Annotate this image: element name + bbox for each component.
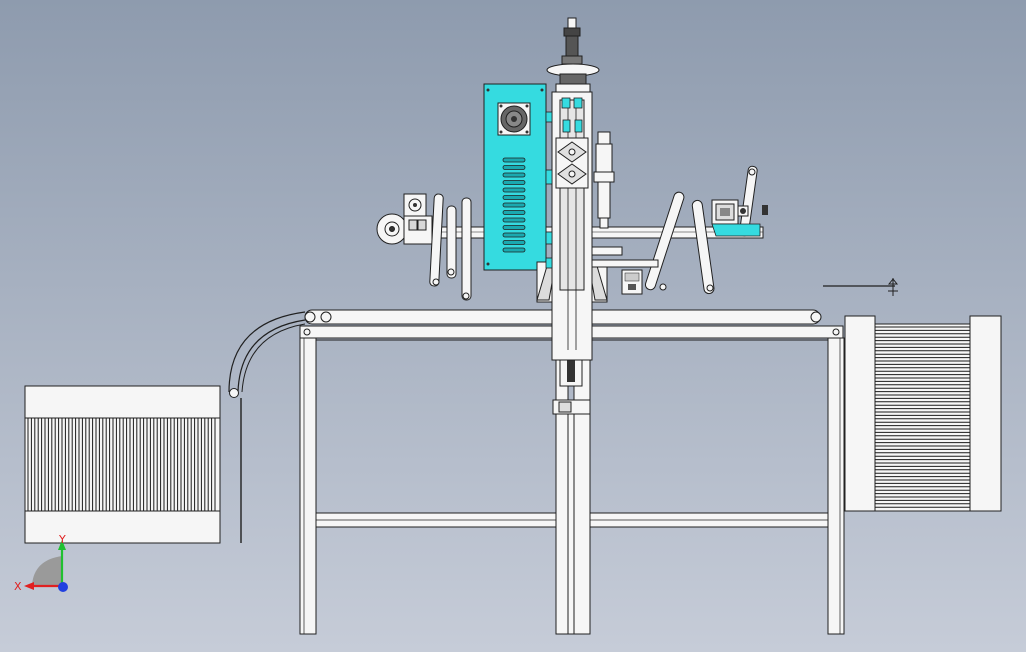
vertical-column	[552, 349, 591, 635]
left-stack-bottom-plate	[24, 510, 221, 544]
supply-roll-assembly[interactable]	[376, 193, 433, 245]
cabinet-vent-slot	[502, 240, 526, 245]
cabinet-vent-slot	[502, 187, 526, 193]
control-cabinet[interactable]	[483, 83, 547, 271]
triad-x-label: X	[14, 580, 22, 593]
cabinet-vent-slot	[502, 157, 526, 163]
cabinet-vent-slot	[502, 202, 526, 208]
cabinet-vent-slot	[502, 195, 526, 200]
left-stack-magazine[interactable]	[24, 385, 221, 544]
right-stack-lines	[875, 326, 970, 508]
chute-roller	[229, 388, 239, 398]
frame-leg-right	[827, 337, 845, 635]
left-stack-top-plate	[24, 385, 221, 419]
cabinet-vents	[502, 157, 526, 253]
cabinet-vent-slot	[502, 180, 526, 185]
column-upper	[545, 91, 593, 361]
cabinet-vent-slot	[502, 217, 526, 223]
pneumatic-cylinder[interactable]	[593, 131, 615, 229]
cabinet-vent-slot	[502, 225, 526, 230]
triad-y-label: Y	[58, 533, 66, 546]
cabinet-vent-slot	[502, 210, 526, 215]
cabinet-vent-slot	[502, 165, 526, 170]
cabinet-vent-slot	[502, 232, 526, 238]
right-stack-magazine[interactable]	[844, 315, 1002, 512]
frame-leg-left	[299, 337, 317, 635]
tension-arms-left[interactable]	[429, 193, 472, 301]
fan-icon	[497, 102, 531, 136]
right-stack-right-plate	[969, 315, 1002, 512]
motor-nameplate-icon	[621, 269, 643, 295]
conveyor-roller-right	[810, 311, 822, 323]
conveyor-roller-left	[304, 311, 316, 323]
cabinet-vent-slot	[502, 247, 526, 253]
label-sensor-head[interactable]	[711, 199, 761, 237]
right-stack-left-plate	[844, 315, 876, 512]
top-motor[interactable]	[546, 17, 600, 93]
left-stack-lines	[27, 418, 216, 511]
sensor-marker	[823, 278, 899, 296]
peel-plate	[591, 246, 659, 268]
coordinate-triad-icon[interactable]: Y X	[14, 533, 68, 593]
curved-chute[interactable]	[228, 311, 306, 543]
conveyor-roller-mid	[320, 311, 332, 323]
cabinet-vent-slot	[502, 172, 526, 178]
